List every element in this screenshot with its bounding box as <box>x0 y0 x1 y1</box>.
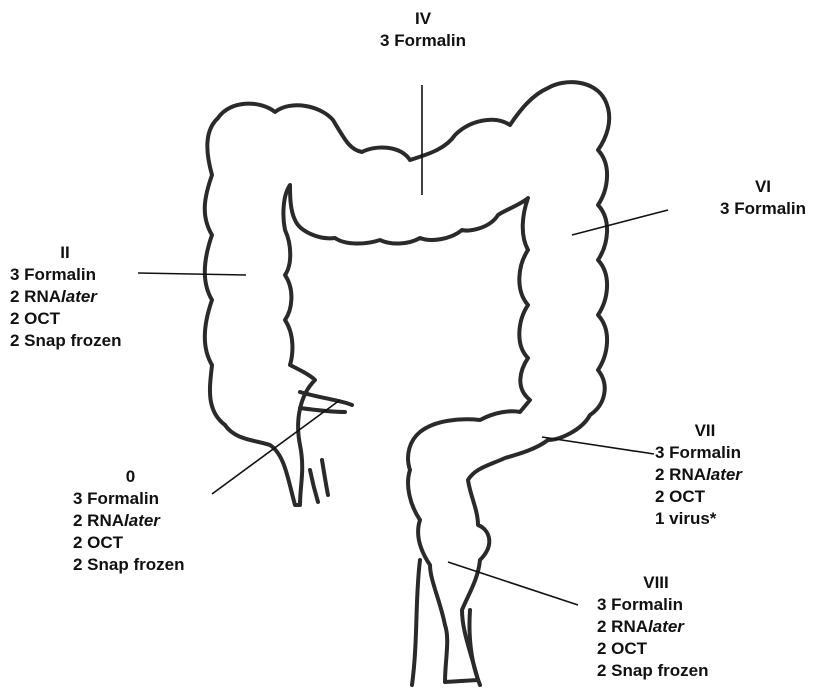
label-section-iv: IV 3 Formalin <box>363 8 483 52</box>
section-item-rnalater: 2 RNAlater <box>73 510 188 532</box>
section-item: 1 virus* <box>655 508 755 530</box>
section-numeral: II <box>10 242 120 264</box>
section-item: 3 Formalin <box>10 264 121 286</box>
section-item: 3 Formalin <box>703 198 823 220</box>
label-section-vi: VI 3 Formalin <box>703 176 823 220</box>
leader-vi <box>572 210 668 235</box>
section-item: 2 Snap frozen <box>73 554 188 576</box>
section-item: 2 OCT <box>10 308 121 330</box>
section-item: 2 Snap frozen <box>10 330 121 352</box>
section-item: 2 OCT <box>597 638 715 660</box>
leader-zero <box>212 400 340 494</box>
section-numeral: IV <box>363 8 483 30</box>
section-item: 3 Formalin <box>73 488 188 510</box>
section-item: 2 Snap frozen <box>597 660 715 682</box>
leader-vii <box>542 437 654 454</box>
section-item-rnalater: 2 RNAlater <box>10 286 121 308</box>
section-numeral: 0 <box>73 466 188 488</box>
section-item-rnalater: 2 RNAlater <box>597 616 715 638</box>
label-section-viii: VIII 3 Formalin 2 RNAlater 2 OCT 2 Snap … <box>597 572 715 682</box>
section-item: 3 Formalin <box>363 30 483 52</box>
section-item-rnalater: 2 RNAlater <box>655 464 755 486</box>
label-section-vii: VII 3 Formalin 2 RNAlater 2 OCT 1 virus* <box>655 420 755 530</box>
section-numeral: VI <box>703 176 823 198</box>
section-item: 3 Formalin <box>597 594 715 616</box>
leader-viii <box>448 562 578 605</box>
section-item: 3 Formalin <box>655 442 755 464</box>
section-item: 2 OCT <box>655 486 755 508</box>
label-section-ii: II 3 Formalin 2 RNAlater 2 OCT 2 Snap fr… <box>10 242 121 352</box>
section-numeral: VIII <box>597 572 715 594</box>
section-item: 2 OCT <box>73 532 188 554</box>
label-section-zero: 0 3 Formalin 2 RNAlater 2 OCT 2 Snap fro… <box>73 466 188 576</box>
leader-ii <box>138 273 246 275</box>
section-numeral: VII <box>655 420 755 442</box>
